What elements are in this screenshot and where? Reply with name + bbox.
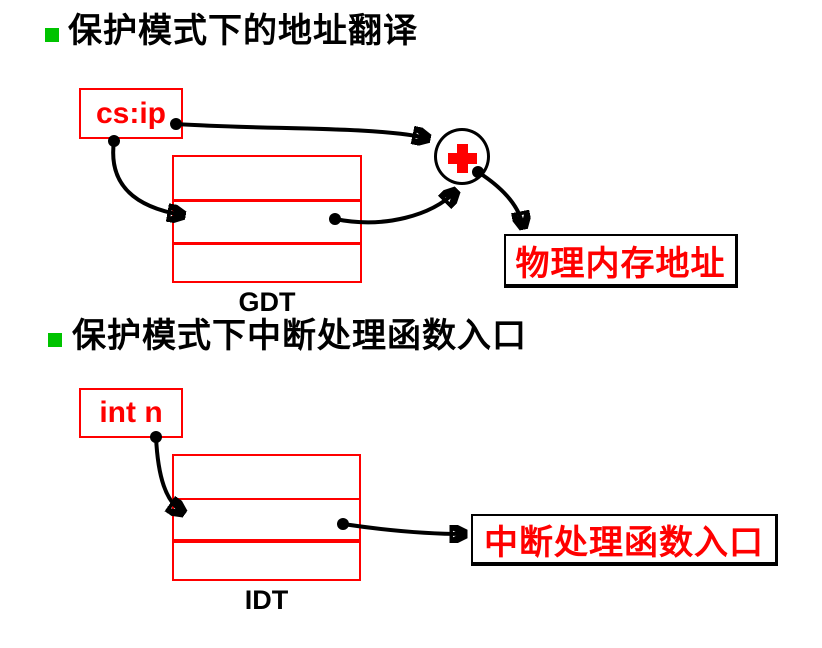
idt-row-divider (174, 498, 359, 500)
logical-address-box: cs:ip (79, 88, 183, 139)
arrow-adder-to-physical-address (476, 170, 523, 226)
idt-row-divider (174, 539, 359, 543)
idt-table (172, 454, 361, 581)
gdt-row-divider (174, 199, 360, 202)
gdt-table (172, 155, 362, 283)
interrupt-entry-box: 中断处理函数入口 (471, 514, 778, 566)
int-instruction-box: int n (79, 388, 183, 438)
heading-interrupt-entry: 保护模式下中断处理函数入口 (72, 318, 527, 355)
bullet-square-icon (45, 28, 59, 42)
plus-icon (457, 144, 468, 173)
idt-label: IDT (244, 585, 289, 615)
physical-address-box: 物理内存地址 (504, 234, 738, 288)
bullet-square-icon (48, 333, 62, 347)
arrow-csip-to-adder (175, 122, 427, 138)
gdt-row-divider (174, 242, 360, 245)
heading-address-translation: 保护模式下的地址翻译 (68, 13, 418, 50)
adder-circle (434, 128, 490, 185)
gdt-label: GDT (238, 287, 296, 317)
arrow-idt-to-interrupt-entry (342, 522, 464, 534)
